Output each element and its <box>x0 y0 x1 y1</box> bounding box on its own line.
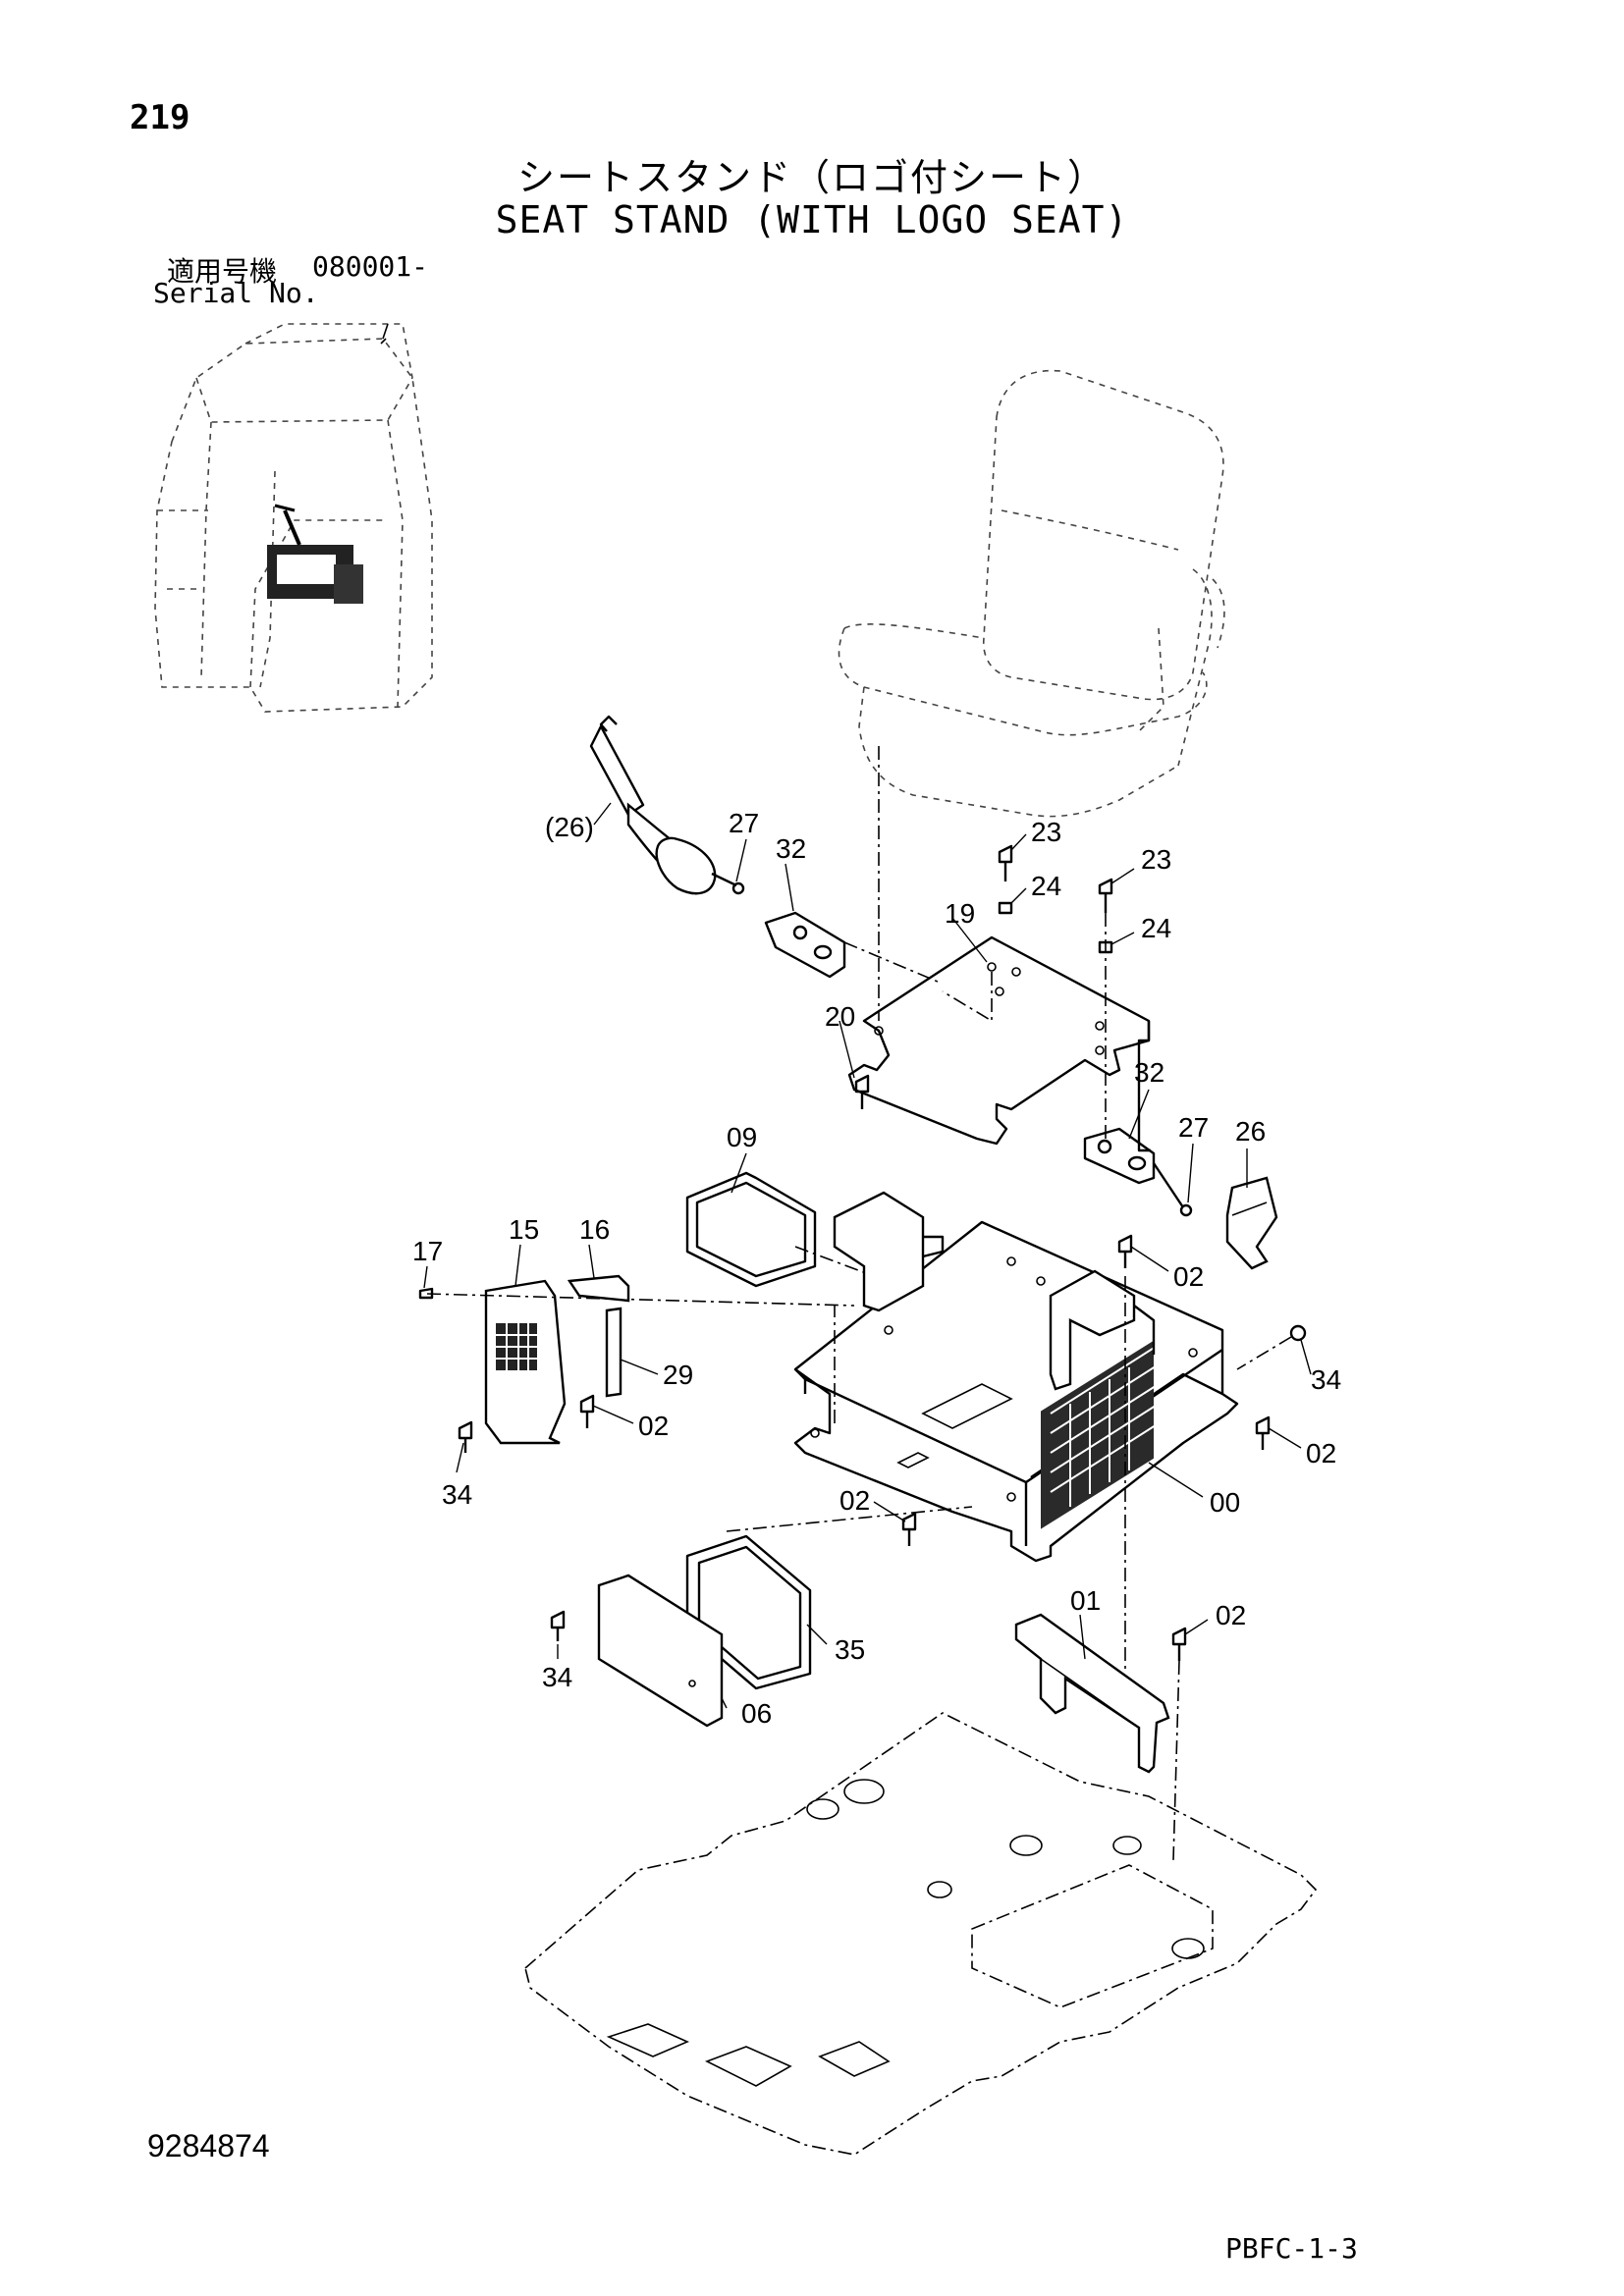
bracket-01 <box>1014 1613 1187 1861</box>
callout-label: 34 <box>1311 1364 1341 1395</box>
gasket-35 <box>685 1506 973 1690</box>
cab-locator-illustration <box>154 323 433 713</box>
callout-label: 27 <box>729 808 759 838</box>
seal-09 <box>685 1171 875 1288</box>
callout-label: 24 <box>1141 913 1171 943</box>
rail-16 <box>567 1274 630 1303</box>
callout-label: 02 <box>638 1411 669 1441</box>
callout-label: 09 <box>727 1122 757 1152</box>
strip-29 <box>605 1307 623 1398</box>
bolts-02-box <box>901 1234 1307 1669</box>
callout-label: 27 <box>1178 1112 1209 1143</box>
controller-box-00 <box>793 1191 1239 1563</box>
callout-label: 34 <box>542 1662 572 1692</box>
page-code: PBFC-1-3 <box>1225 2232 1358 2265</box>
callout-label: 16 <box>579 1214 610 1245</box>
callout-label: 15 <box>509 1214 539 1245</box>
callout-label: 34 <box>442 1479 472 1510</box>
cover-06 <box>597 1574 724 1728</box>
cover-15 <box>418 1279 855 1445</box>
seat <box>838 369 1225 818</box>
callout-label: 32 <box>1134 1057 1164 1088</box>
bolts-23-24 <box>998 844 1113 1139</box>
callout-label: 35 <box>835 1634 865 1665</box>
callout-label: 17 <box>412 1236 443 1266</box>
callout-label: 20 <box>825 1001 855 1032</box>
callout-label: 00 <box>1210 1487 1240 1518</box>
bolt-34-cover <box>458 1420 473 1453</box>
bolt-02-cover <box>579 1394 595 1428</box>
callout-label: 26 <box>1235 1116 1266 1147</box>
bracket-32-top <box>764 911 939 983</box>
leader-lines <box>423 802 1312 1709</box>
plate-19 <box>847 935 1151 1152</box>
serial-label-english: Serial No. <box>153 277 319 309</box>
callout-label: 24 <box>1031 871 1061 901</box>
bracket-32-lower <box>1083 1127 1193 1217</box>
callout-label: 02 <box>1306 1438 1336 1468</box>
callout-label: (26) <box>545 812 594 842</box>
callout-label: 32 <box>776 833 806 864</box>
callout-label: 23 <box>1031 817 1061 847</box>
callout-label: 23 <box>1141 844 1171 875</box>
serial-label-japanese: 適用号機 <box>167 255 278 288</box>
callout-label: 01 <box>1070 1585 1101 1616</box>
floor-plate <box>524 1712 1318 2156</box>
callout-label: 06 <box>741 1698 772 1729</box>
serial-number-value: 080001- <box>312 250 429 283</box>
callout-label: 19 <box>945 898 975 929</box>
callout-label: 02 <box>839 1485 870 1516</box>
drawing-number: 9284874 <box>147 2128 270 2163</box>
lever-26-front <box>589 715 745 895</box>
title-japanese: シートスタンド（ロゴ付シート） <box>516 156 1107 199</box>
page-number: 219 <box>130 98 190 137</box>
lever-26-rear <box>1225 1176 1278 1270</box>
title-english: SEAT STAND (WITH LOGO SEAT) <box>495 198 1129 241</box>
callout-label: 29 <box>663 1360 693 1390</box>
bolt-34-lower <box>550 1610 566 1641</box>
callout-labels: (26) 27 32 23 24 19 23 24 20 09 32 27 26… <box>412 808 1341 1729</box>
callout-label: 02 <box>1216 1600 1246 1630</box>
bolt-20 <box>854 1074 870 1109</box>
callout-label: 02 <box>1173 1261 1204 1292</box>
